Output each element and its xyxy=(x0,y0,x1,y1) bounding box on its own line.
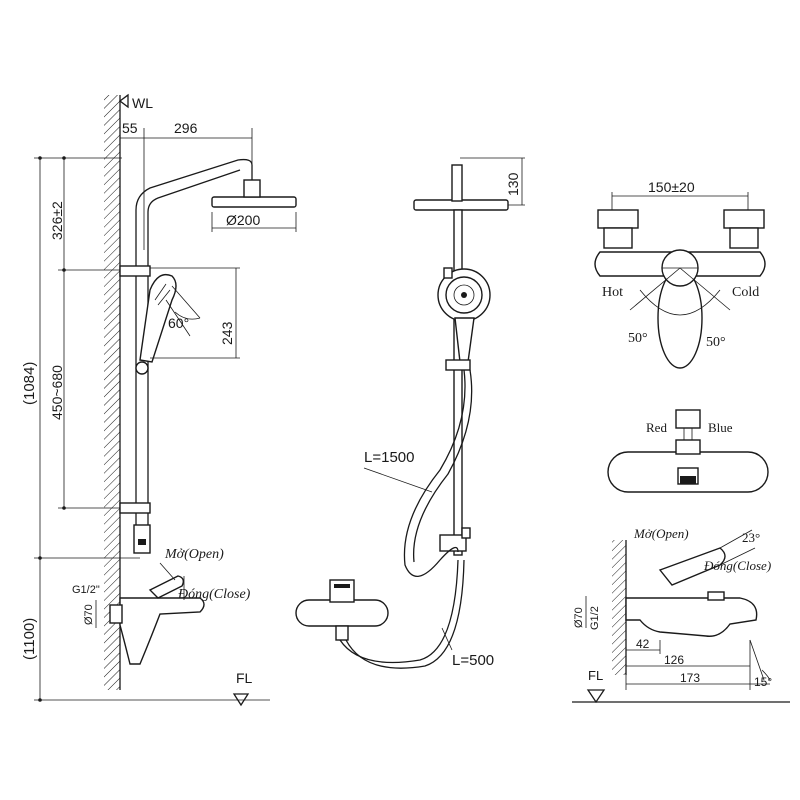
inlet-diameter-label: Ø70 xyxy=(83,604,95,625)
hose-long xyxy=(403,369,466,577)
mixer-side-body xyxy=(625,597,758,637)
dim-bar-range: 450~680 xyxy=(49,365,65,420)
hose-long-label: L=1500 xyxy=(364,449,414,466)
dim-173: 173 xyxy=(680,671,700,685)
dim-42: 42 xyxy=(636,637,650,651)
handshower-angle: 60° xyxy=(168,315,189,331)
cold-label: Cold xyxy=(732,285,759,300)
dim-arm-length: 296 xyxy=(174,120,198,136)
hose-short xyxy=(339,559,459,664)
front-riser-bar xyxy=(453,209,463,556)
dim-front-head-height: 130 xyxy=(505,172,521,196)
close-label: Đóng(Close) xyxy=(177,587,251,602)
dim-head-diameter: Ø200 xyxy=(226,212,260,228)
front-diverter xyxy=(439,534,467,552)
angle-left-label: 50° xyxy=(628,331,648,346)
angle-right-label: 50° xyxy=(706,335,726,350)
side-view: WL 55 296 326±2 450~680 (1084) (1100) Ø2… xyxy=(21,93,297,707)
dim-total-height: (1084) xyxy=(21,362,38,405)
wall-level-arrow xyxy=(118,93,129,109)
side-mixer-lever xyxy=(148,575,185,599)
mixer-inlet-diameter: Ø70 xyxy=(573,607,585,628)
open-label: Mở(Open) xyxy=(164,547,224,562)
riser-pipe xyxy=(135,158,253,525)
mixer-front-view: Red Blue xyxy=(607,409,769,493)
dim-handshower-height: 243 xyxy=(219,321,235,345)
wall-hatch xyxy=(104,95,120,690)
hot-label: Hot xyxy=(602,285,623,300)
dim-wall-offset: 55 xyxy=(122,120,138,136)
mixer-close-label: Đóng(Close) xyxy=(703,558,771,573)
dim-mount-height: (1100) xyxy=(21,618,38,660)
inlet-thread-label: G1/2" xyxy=(72,584,100,596)
slide-holder xyxy=(135,361,149,375)
mixer-top-view: 150±20 Hot Cold 50° 50° xyxy=(594,179,766,369)
red-label: Red xyxy=(646,420,667,435)
dim-126: 126 xyxy=(664,653,684,667)
dim-mixer-centers: 150±20 xyxy=(648,179,695,195)
front-view: 130 L=1500 L=500 xyxy=(295,157,525,669)
mixer-inlet-thread: G1/2 xyxy=(589,606,601,630)
hand-shower xyxy=(139,273,177,363)
mixer-wall-hatch xyxy=(612,540,626,675)
spout-angle: 15° xyxy=(754,675,772,689)
mixer-side-view: Mở(Open) 23° Đóng(Close) Ø70 G1/2 42 126… xyxy=(572,526,790,704)
wall-bracket-top xyxy=(119,265,151,277)
hose-short-label: L=500 xyxy=(452,652,494,669)
wall-bracket-bottom xyxy=(119,502,151,514)
wall-level-label: WL xyxy=(132,95,153,111)
front-slide-holder xyxy=(445,359,471,371)
floor-level-label: FL xyxy=(236,670,253,686)
side-mixer-body xyxy=(119,597,205,665)
blue-label: Blue xyxy=(708,420,733,435)
floor-level-arrow xyxy=(232,693,250,707)
front-mixer-body xyxy=(295,599,389,627)
mixer-open-angle: 23° xyxy=(742,530,760,545)
shower-head xyxy=(211,196,297,208)
dim-head-drop: 326±2 xyxy=(49,201,65,240)
mixer-floor-label: FL xyxy=(588,668,603,683)
mixer-open-label: Mở(Open) xyxy=(633,526,689,541)
